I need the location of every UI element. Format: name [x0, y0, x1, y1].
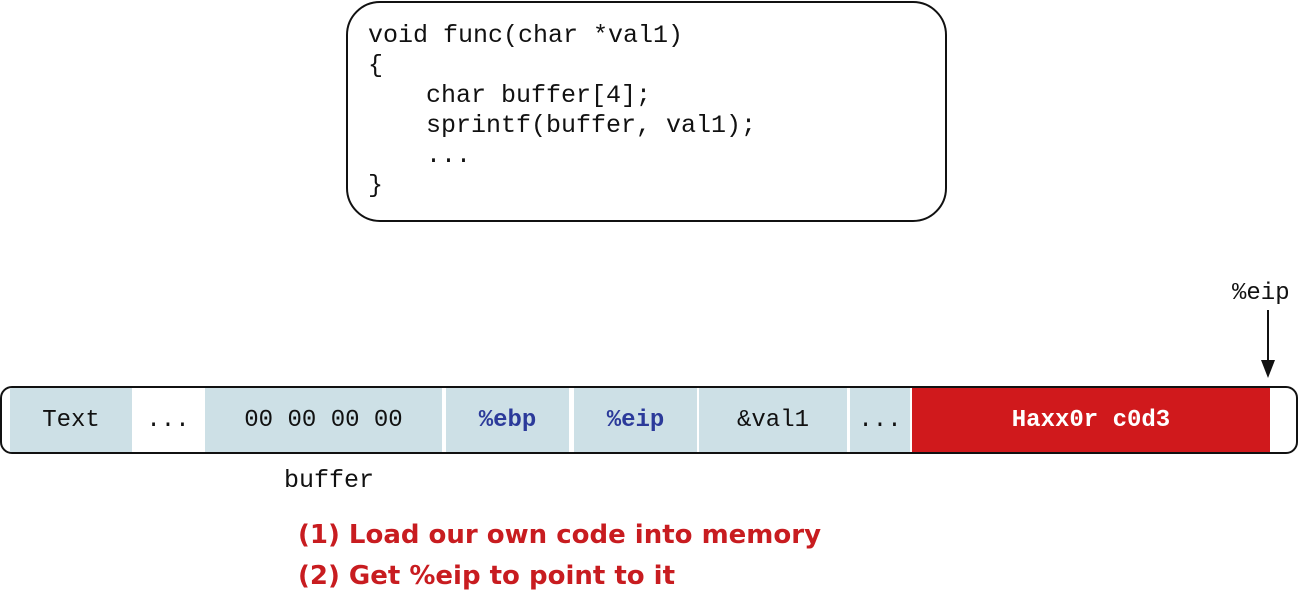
code-line-buffer-decl: char buffer[4]; — [426, 81, 652, 110]
stack-cell-ellipsis-1: ... — [133, 388, 203, 452]
code-line-close-brace: } — [368, 171, 384, 200]
stack-cell-exploit-code: Haxx0r c0d3 — [912, 388, 1270, 452]
code-line-open-brace: { — [368, 51, 384, 80]
eip-pointer-label: %eip — [1232, 280, 1290, 307]
note-step-1: (1) Load our own code into memory — [298, 520, 822, 550]
eip-pointer-arrow — [1261, 310, 1275, 378]
stack-cell-val1-addr: &val1 — [699, 388, 847, 452]
stack-cell-ebp: %ebp — [446, 388, 569, 452]
code-line-ellipsis: ... — [426, 141, 472, 170]
note-step-2: (2) Get %eip to point to it — [298, 561, 676, 591]
buffer-label: buffer — [284, 466, 375, 495]
code-line-signature: void func(char *val1) — [368, 21, 684, 50]
stack-cell-eip: %eip — [574, 388, 697, 452]
stack-memory-bar: Text ... 00 00 00 00 %ebp %eip &val1 ...… — [0, 386, 1298, 454]
stack-cell-buffer: 00 00 00 00 — [205, 388, 442, 452]
code-line-sprintf: sprintf(buffer, val1); — [426, 111, 757, 140]
stack-cell-text: Text — [10, 388, 132, 452]
code-box: void func(char *val1) { char buffer[4]; … — [346, 1, 947, 222]
stack-cell-ellipsis-2: ... — [850, 388, 910, 452]
